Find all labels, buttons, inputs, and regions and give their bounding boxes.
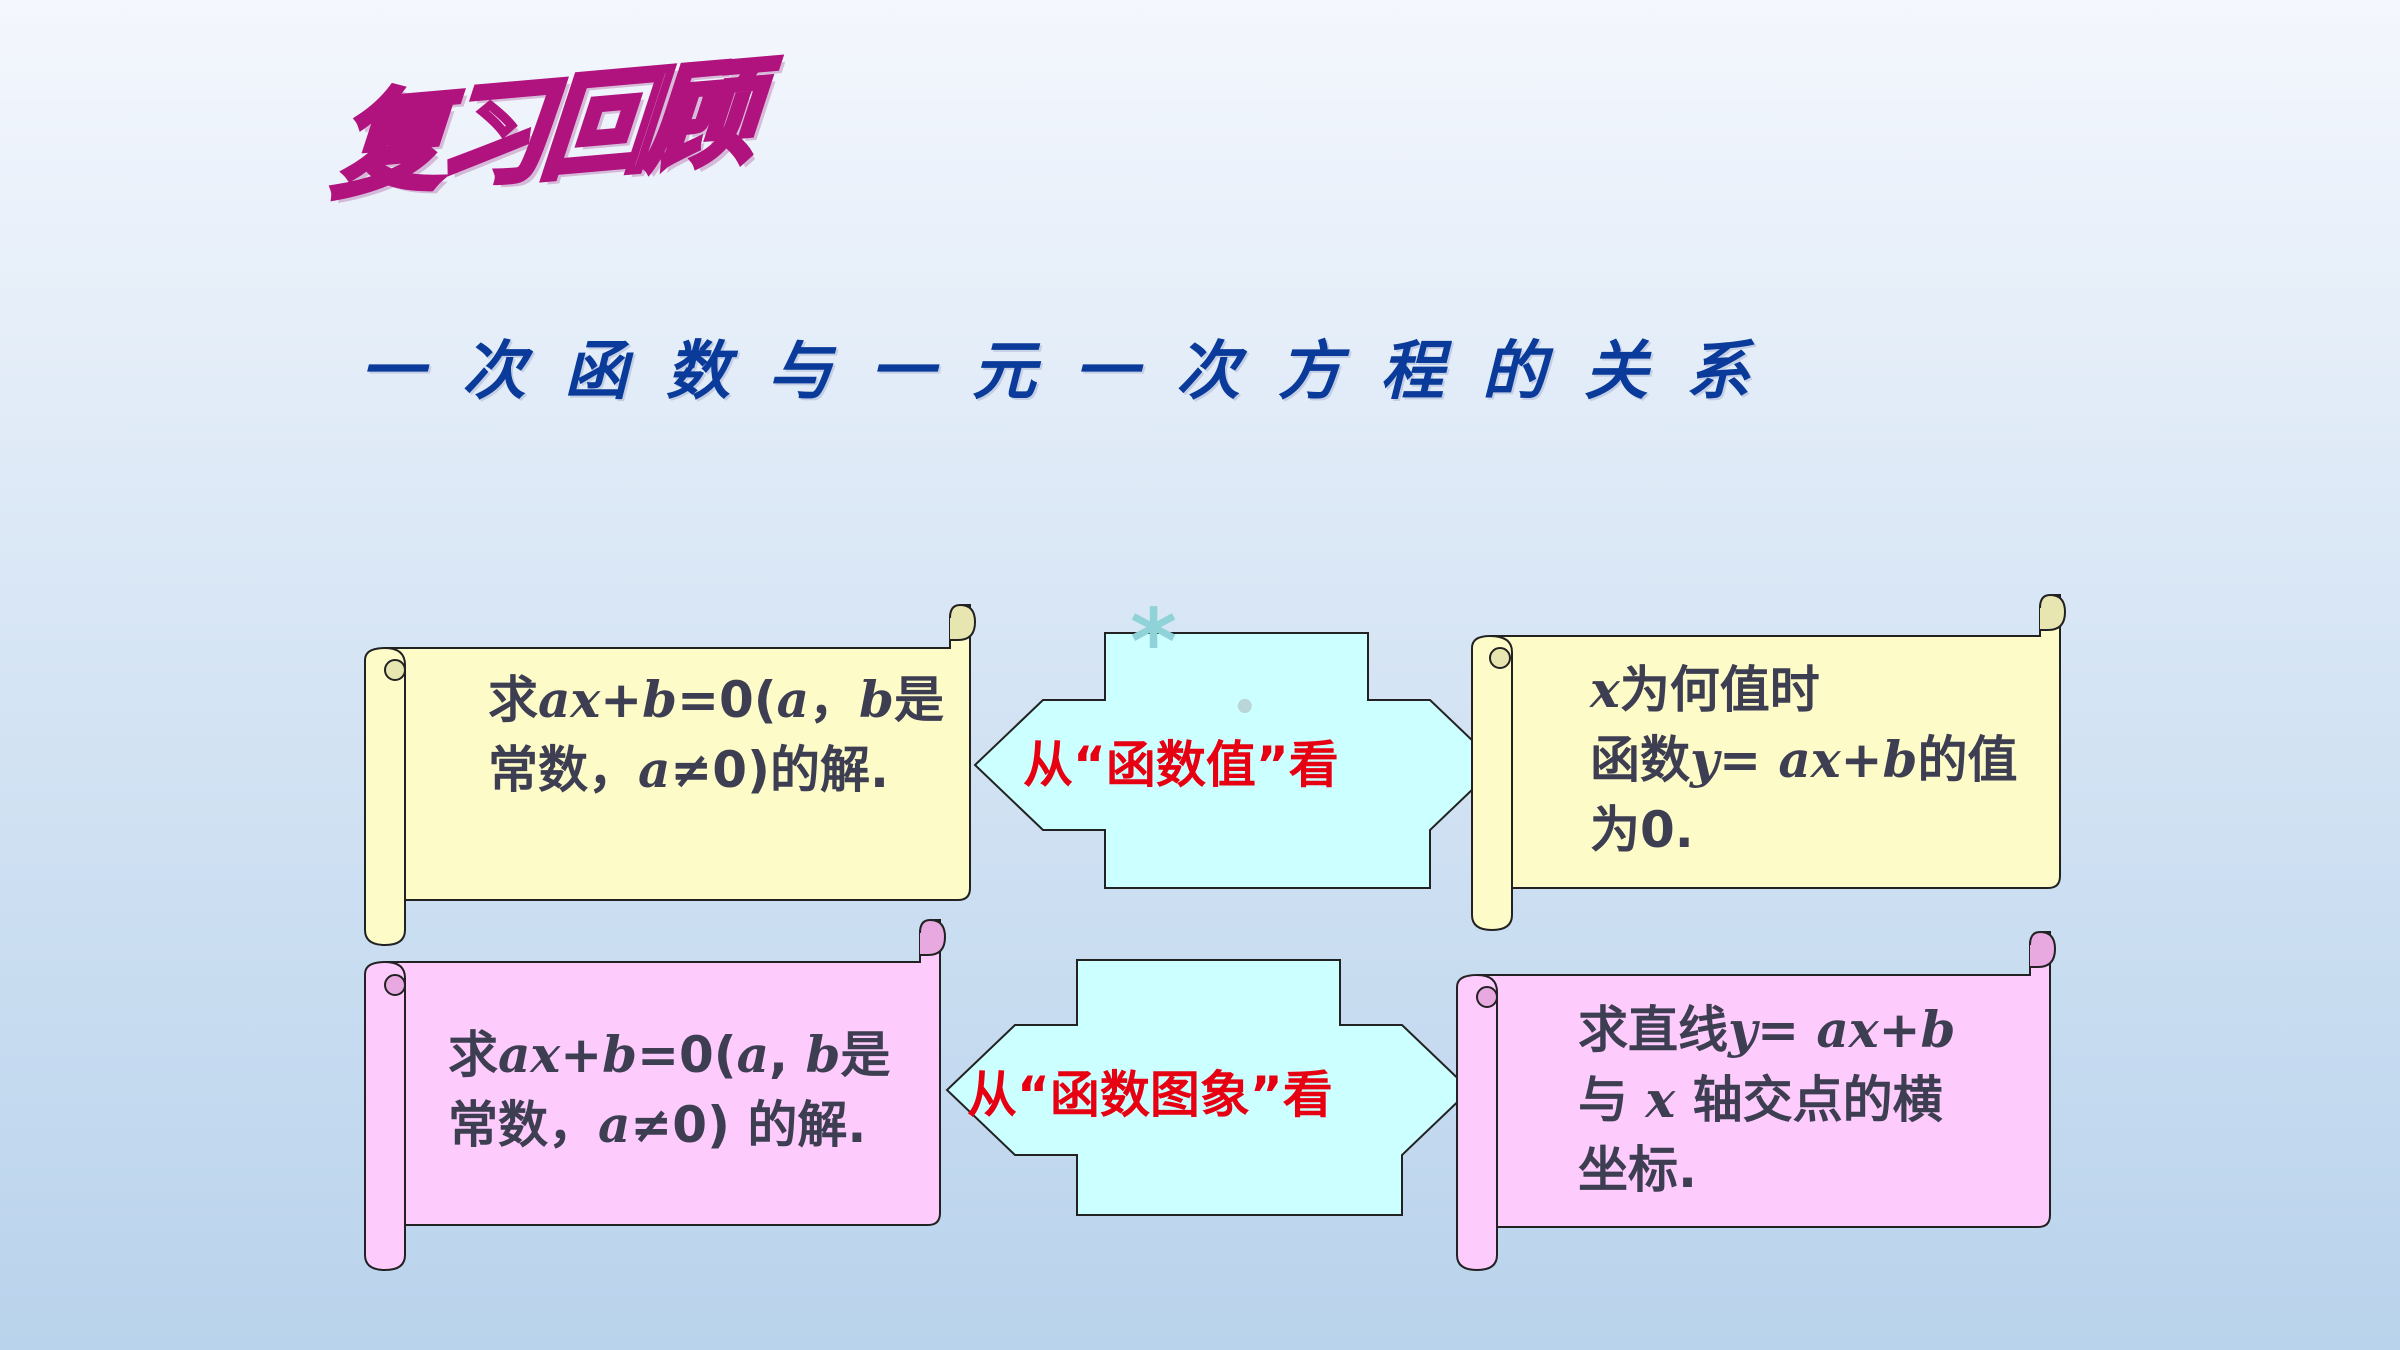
row2-right-text: 求直线y= ax+b 与 x 轴交点的横 坐标.: [1578, 1000, 1956, 1199]
decorative-asterisk: *: [1130, 590, 1178, 695]
row1-arrow-label: 从“函数值”看: [1023, 736, 1339, 794]
row1-right-text: x为何值时 函数y= ax+b的值 为0.: [1590, 660, 2018, 859]
row2-right-scroll: [1456, 930, 2057, 1272]
row1-double-arrow: [973, 632, 1500, 889]
slide-subtitle: 一次函数与一元一次方程的关系: [360, 335, 1788, 409]
decorative-dot: •: [1232, 685, 1258, 731]
row2-arrow-label: 从“函数图象”看: [967, 1066, 1333, 1124]
row1-right-scroll: [1471, 593, 2067, 932]
row1-left-text: 求ax+b=0(a，b是 常数，a≠0)的解.: [488, 670, 945, 799]
row2-left-scroll: [364, 918, 947, 1272]
row2-double-arrow: [945, 959, 1472, 1216]
row2-left-text: 求ax+b=0(a, b是 常数，a≠0) 的解.: [448, 1025, 891, 1154]
row1-left-scroll: [364, 603, 977, 947]
